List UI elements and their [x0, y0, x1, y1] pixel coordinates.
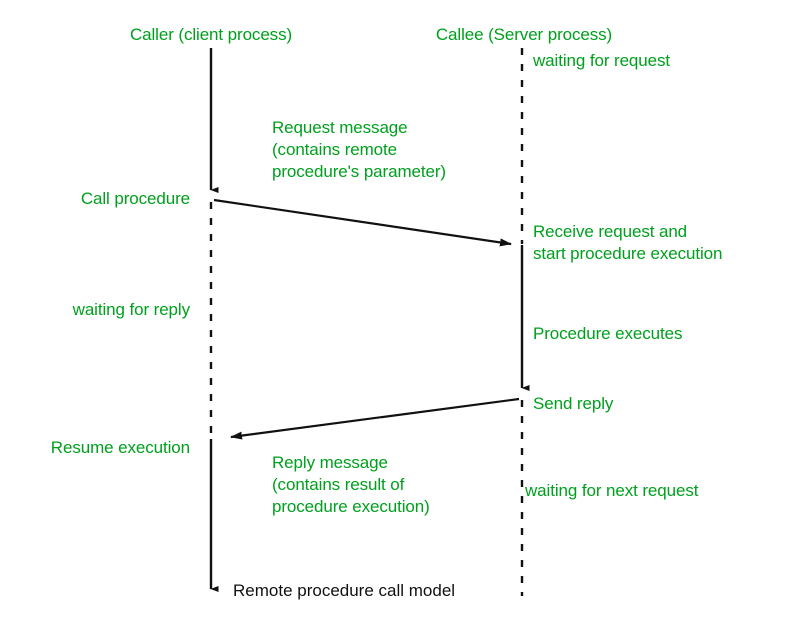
callee-receive-request-label: Receive request and start procedure exec…	[533, 222, 723, 263]
callee-procedure-executes-label: Procedure executes	[533, 324, 683, 343]
diagram-caption: Remote procedure call model	[233, 581, 456, 600]
callee-waiting-next-request-label: waiting for next request	[525, 481, 699, 500]
reply-message-arrow	[230, 397, 520, 440]
callee-send-reply-label: Send reply	[533, 394, 614, 413]
callee-waiting-for-request-label: waiting for request	[533, 51, 671, 70]
caller-waiting-for-reply-label: waiting for reply	[72, 300, 190, 319]
request-message-arrow	[213, 198, 512, 247]
request-message-label: Request message (contains remote procedu…	[272, 118, 446, 181]
caller-lifeline-title: Caller (client process)	[129, 25, 293, 44]
caller-call-procedure-label: Call procedure	[80, 189, 190, 208]
callee-lifeline-title: Callee (Server process)	[435, 25, 613, 44]
reply-message-label: Reply message (contains result of proced…	[272, 453, 430, 516]
caller-resume-execution-label: Resume execution	[50, 438, 190, 457]
